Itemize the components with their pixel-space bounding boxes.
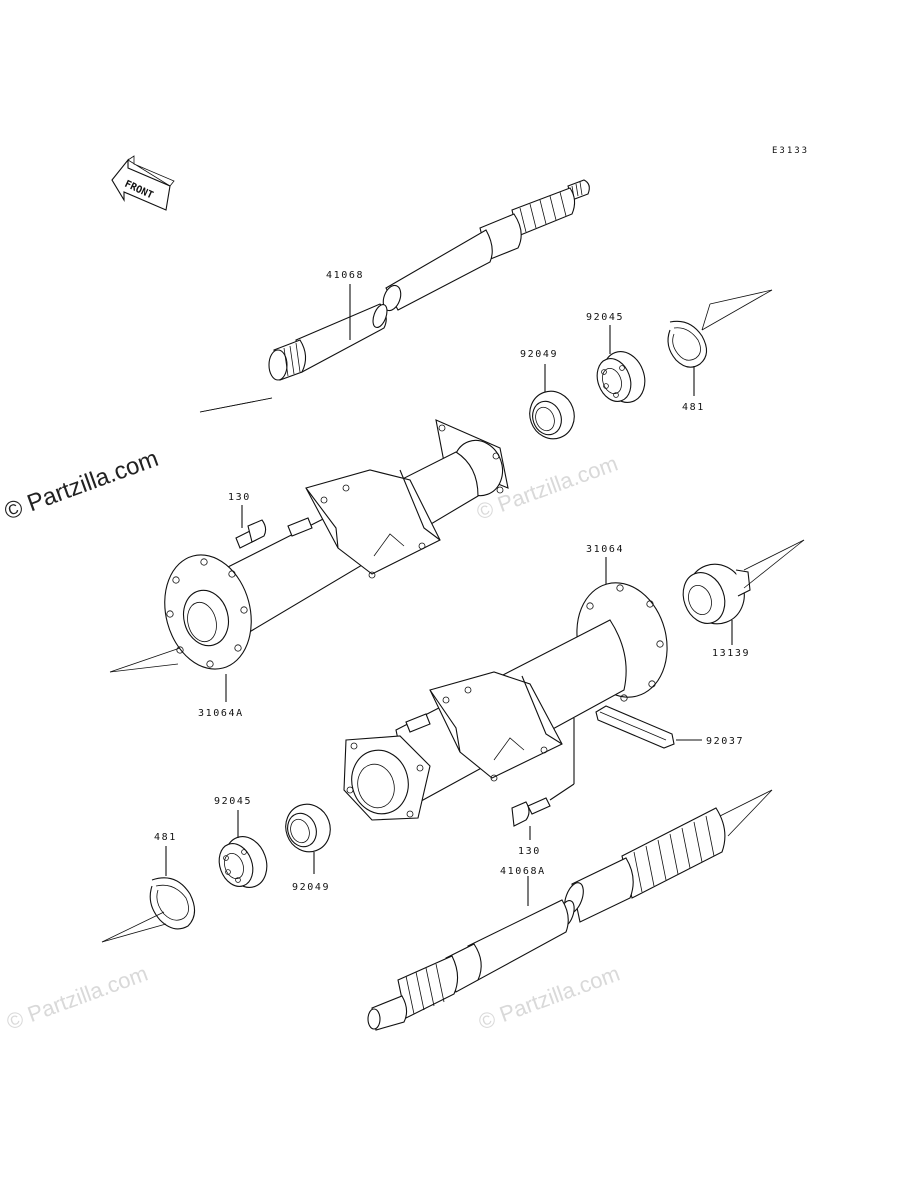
label-92037: 92037 (706, 736, 744, 747)
housing-31064A (109, 419, 509, 702)
label-41068: 41068 (326, 270, 364, 281)
label-92045-top: 92045 (586, 312, 624, 323)
watermark-main: © Partzilla.com (1, 445, 162, 526)
circlip-481-bottom (101, 846, 196, 943)
label-481-bottom: 481 (154, 832, 177, 843)
seal-92049-bottom (285, 803, 331, 874)
label-13139: 13139 (712, 648, 750, 659)
label-31064: 31064 (586, 544, 624, 555)
shaft-41068 (199, 179, 590, 413)
diagram-code: E3133 (772, 146, 809, 156)
front-arrow-icon: FRONT (111, 155, 175, 211)
label-130-top: 130 (228, 492, 251, 503)
label-41068A: 41068A (500, 866, 546, 877)
label-92045-bottom: 92045 (214, 796, 252, 807)
bolt-130-bottom (511, 718, 575, 840)
watermark-faint: © Partzilla.com (3, 961, 151, 1035)
part-13139 (682, 539, 805, 645)
bearing-92045-bottom (218, 810, 268, 888)
label-92049-top: 92049 (520, 349, 558, 360)
seal-92049-top (529, 364, 575, 440)
label-130-bottom: 130 (518, 846, 541, 857)
label-481-top: 481 (682, 402, 705, 413)
label-31064A: 31064A (198, 708, 244, 719)
plate-92037 (595, 705, 702, 749)
circlip-481-top (667, 289, 773, 396)
label-92049-bottom: 92049 (292, 882, 330, 893)
bolt-130-top (235, 505, 267, 549)
watermark-faint: © Partzilla.com (475, 961, 623, 1035)
bearing-92045-top (596, 325, 646, 403)
housing-31064 (343, 557, 668, 821)
shaft-41068A (367, 789, 773, 1031)
